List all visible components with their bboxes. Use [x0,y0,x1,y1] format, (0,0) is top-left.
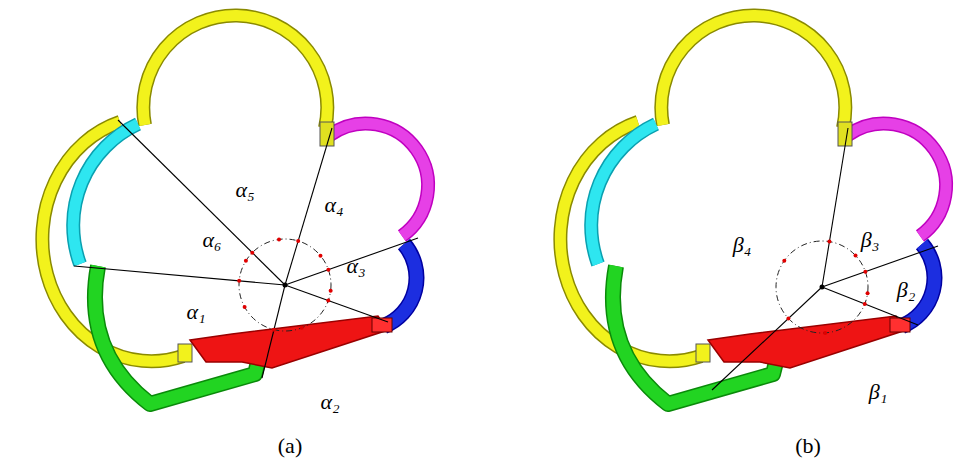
angle-marker [237,279,241,283]
angle-label: β₁ [867,379,890,405]
center-point [283,283,288,288]
panel-caption: (b) [793,433,823,459]
angle-marker [786,316,790,320]
angle-marker [823,331,827,335]
angle-marker [277,237,281,241]
angle-marker [244,259,248,263]
angle-marker [866,291,870,295]
panel-caption: (a) [276,433,304,459]
angle-marker [250,251,254,255]
angle-label: α₁ [184,299,207,325]
construction-line [822,128,848,287]
linkage-b [560,15,946,404]
angle-marker [827,240,831,244]
angle-marker [863,270,867,274]
angle-marker [318,254,322,258]
angle-marker [300,326,304,330]
center-point [820,285,825,290]
construction-line [285,238,418,285]
construction-line [262,285,285,378]
angle-label: α₂ [318,389,341,415]
angle-marker [243,305,247,309]
angle-circle [239,239,331,331]
angle-marker [326,299,330,303]
angle-circle [776,241,868,333]
construction-line [118,120,285,285]
angle-marker [296,239,300,243]
angle-marker [329,289,333,293]
angle-marker [854,254,858,258]
angle-marker [272,328,276,332]
angle-label: β₂ [895,277,918,303]
angle-label: β₄ [731,232,754,258]
angle-label: α₃ [344,253,367,279]
angle-marker [326,268,330,272]
construction-line [712,287,822,390]
angle-marker [782,259,786,263]
linkage-a [42,15,428,404]
construction-line [74,266,285,285]
construction-line [285,285,388,322]
angle-label: α₆ [200,227,223,253]
angle-label: β₃ [859,227,882,253]
construction-line [822,246,938,287]
angle-marker [863,302,867,306]
angle-label: α₅ [233,177,256,203]
angle-label: α₄ [322,192,345,218]
